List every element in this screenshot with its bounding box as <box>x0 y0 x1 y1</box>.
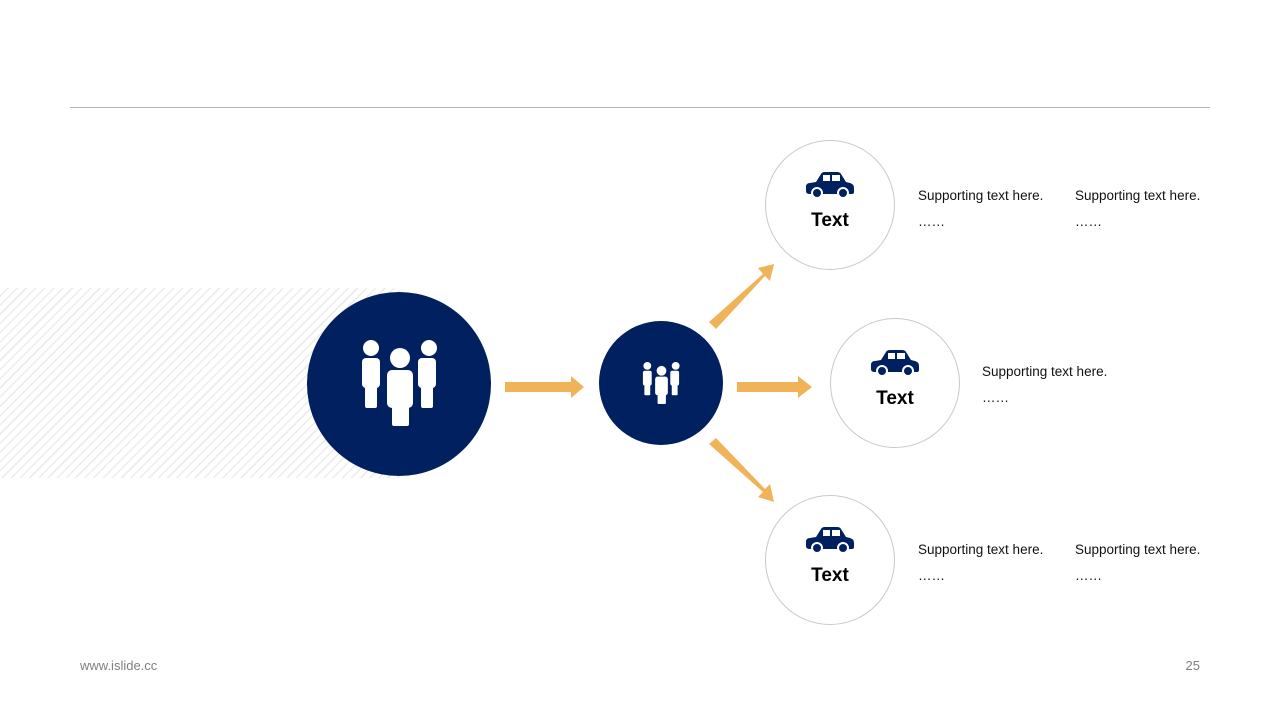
support-text: Supporting text here. <box>918 542 1044 557</box>
arrow-to-top-node <box>709 264 774 329</box>
car-icon <box>871 350 919 376</box>
car-icon <box>806 172 854 198</box>
node-title: Text <box>811 565 849 586</box>
arrow-to-hub <box>505 376 584 398</box>
group-hub-circle <box>599 321 723 445</box>
support-text-block: Supporting text here. …… <box>1075 183 1200 235</box>
node-top: Text <box>765 140 895 270</box>
top-divider <box>70 107 1210 108</box>
car-icon <box>806 527 854 553</box>
node-title: Text <box>876 388 914 409</box>
people-group-icon <box>362 340 437 426</box>
arrow-to-bottom-node <box>709 438 774 502</box>
support-text-block: Supporting text here. …… <box>982 359 1107 411</box>
support-text: Supporting text here. <box>918 188 1044 203</box>
support-ellipsis: …… <box>1075 568 1102 583</box>
page-number: 25 <box>1185 658 1200 673</box>
support-ellipsis: …… <box>918 214 945 229</box>
support-ellipsis: …… <box>918 568 945 583</box>
node-title: Text <box>811 210 849 231</box>
support-ellipsis: …… <box>1075 214 1102 229</box>
support-text: Supporting text here. <box>1075 542 1201 557</box>
support-ellipsis: …… <box>982 390 1009 405</box>
support-text-block: Supporting text here. …… <box>1075 537 1200 589</box>
support-text-block: Supporting text here. …… <box>918 183 1043 235</box>
support-text: Supporting text here. <box>982 364 1108 379</box>
node-middle: Text <box>830 318 960 448</box>
node-bottom: Text <box>765 495 895 625</box>
support-text: Supporting text here. <box>1075 188 1201 203</box>
people-group-icon <box>642 361 680 405</box>
source-group-circle <box>307 292 491 476</box>
footer-website: www.islide.cc <box>80 658 158 673</box>
support-text-block: Supporting text here. …… <box>918 537 1043 589</box>
arrow-to-middle-node <box>737 376 812 398</box>
